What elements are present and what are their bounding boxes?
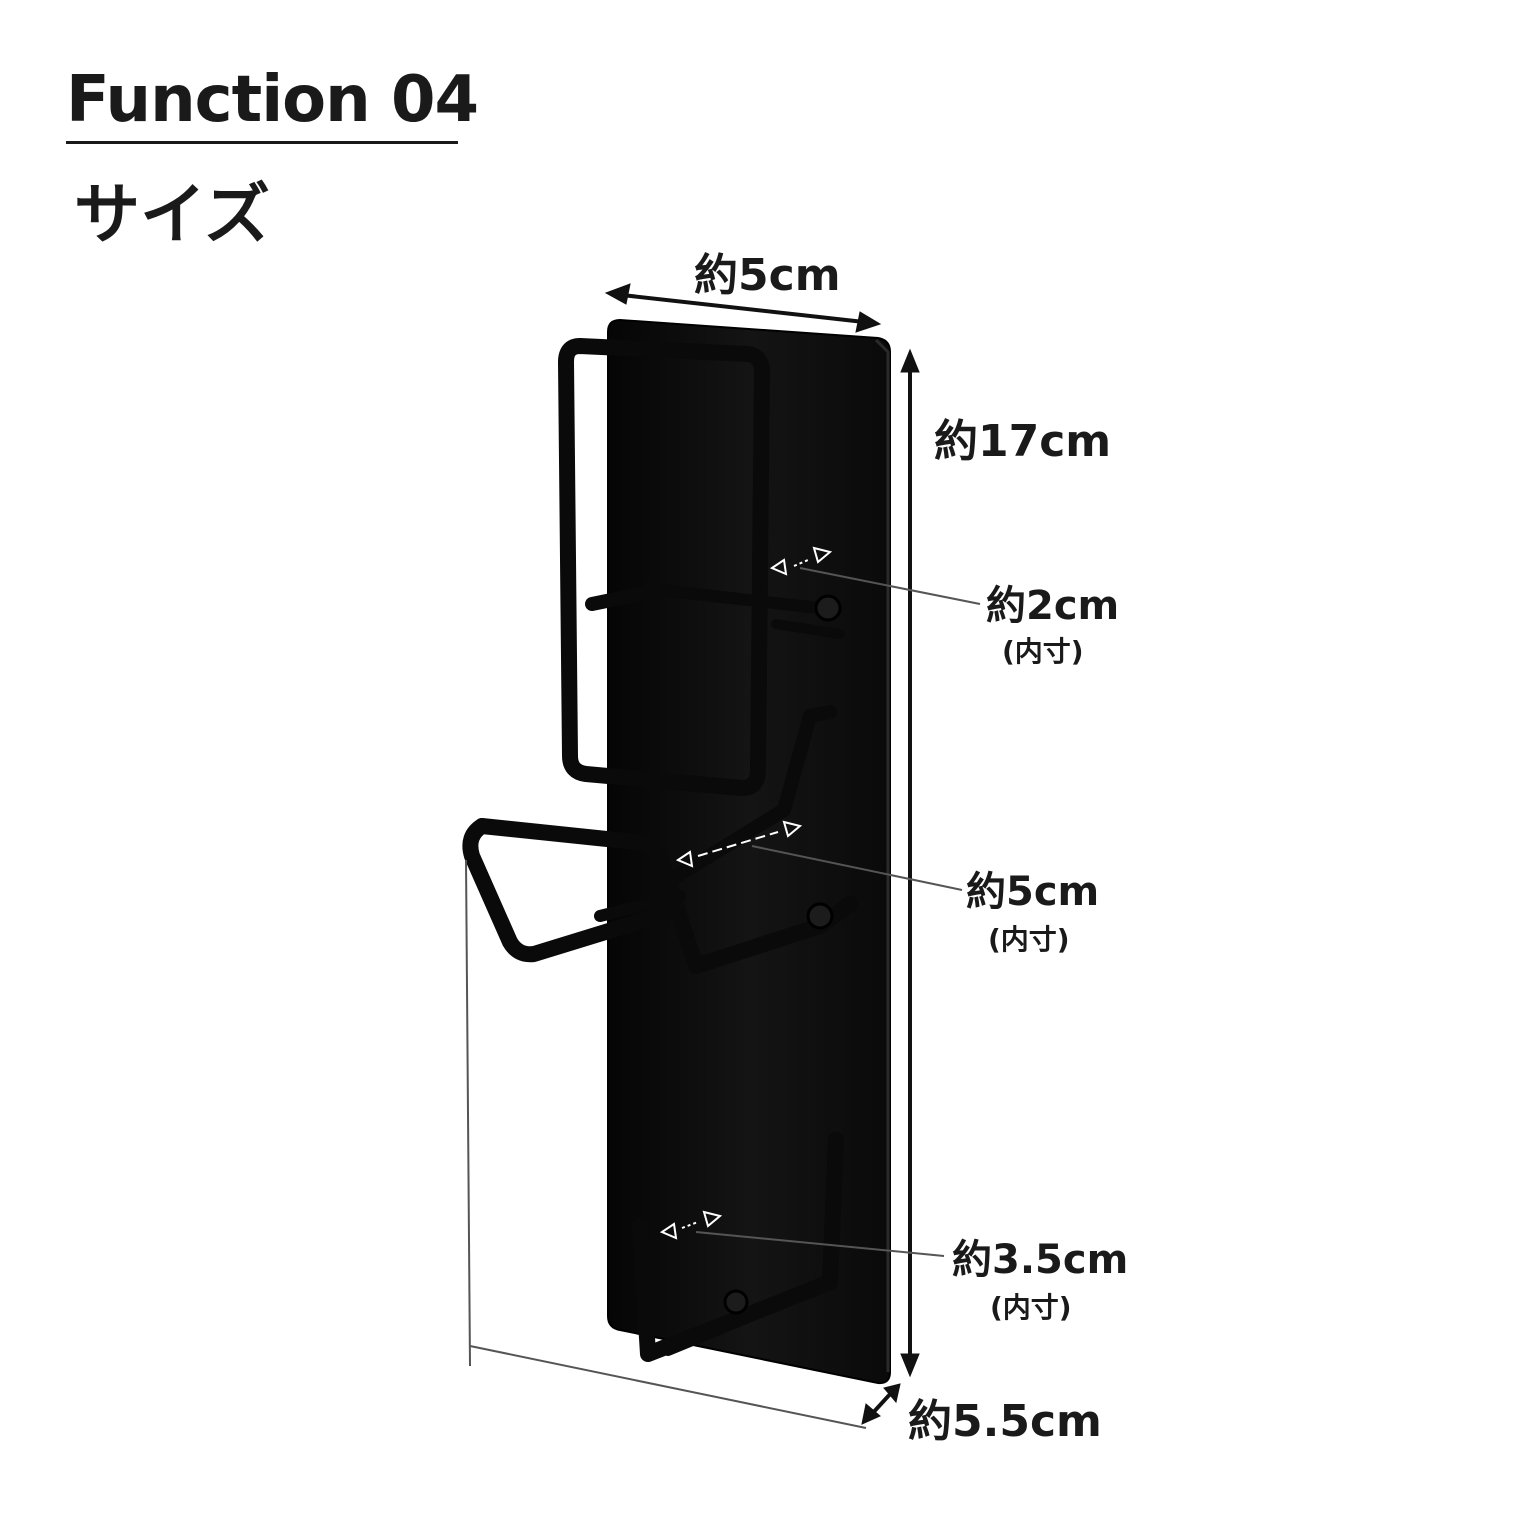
slot-bottom-note: (内寸) <box>990 1291 1072 1324</box>
leader-lines <box>695 567 981 1257</box>
back-plate <box>607 318 891 1385</box>
slot-middle-label: 約5cm <box>966 869 1100 915</box>
width-label: 約5cm <box>694 250 841 301</box>
section-subheading: サイズ <box>74 176 271 253</box>
slot-middle-note: (内寸) <box>988 923 1070 956</box>
slot-top-label: 約2cm <box>986 583 1120 629</box>
height-arrow <box>900 348 920 1378</box>
heading-underline <box>66 141 458 144</box>
bottom-hook <box>632 1132 844 1362</box>
slot-top-note: (内寸) <box>1002 635 1084 668</box>
depth-arrow <box>861 1383 901 1425</box>
width-arrow <box>604 283 882 333</box>
height-label: 約17cm <box>934 416 1112 467</box>
slot-bottom-label: 約3.5cm <box>952 1237 1129 1283</box>
middle-holder <box>462 705 858 974</box>
depth-label: 約5.5cm <box>908 1396 1102 1447</box>
top-holder <box>558 338 845 796</box>
section-heading: Function 04 <box>66 63 479 137</box>
inner-dimension-marks <box>659 546 833 1240</box>
depth-guide-lines <box>465 859 867 1429</box>
